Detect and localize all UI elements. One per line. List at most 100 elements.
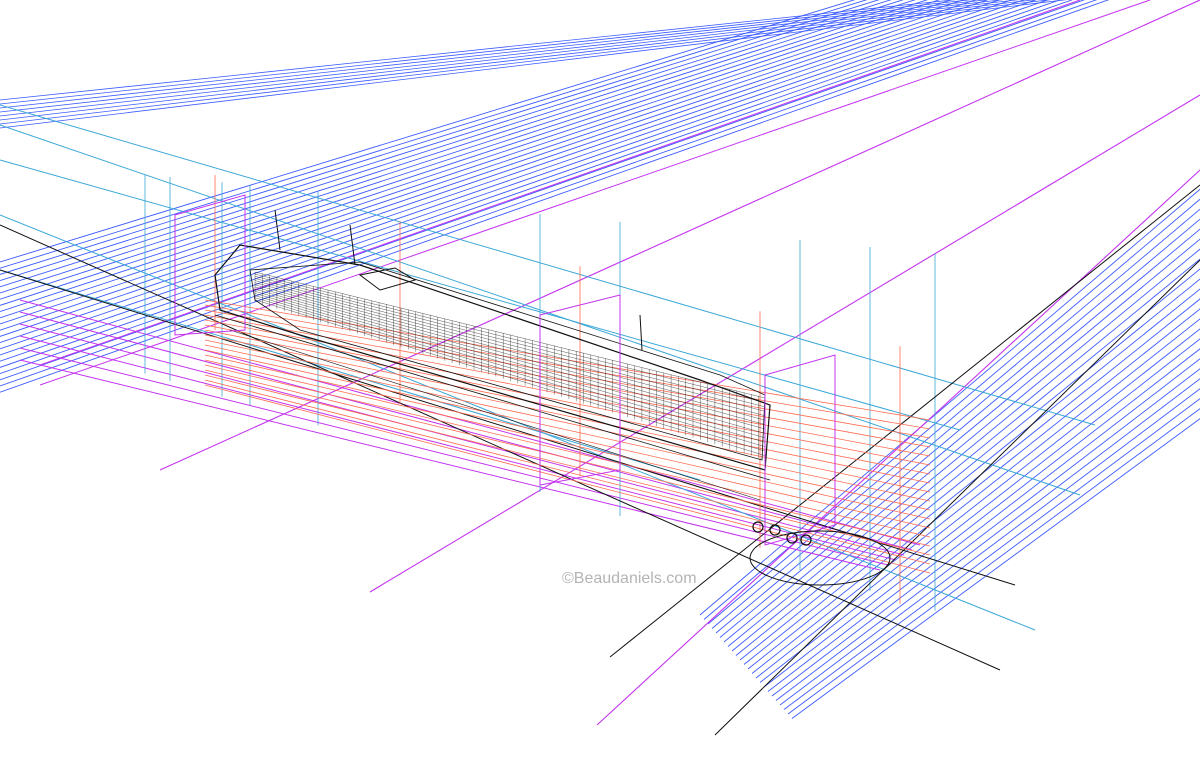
blue-perspective-line [0, 0, 1036, 121]
blue-perspective-line [0, 0, 1004, 113]
ship-deck-line [254, 280, 766, 416]
ship-deck-line [254, 286, 766, 430]
red-construction-line [204, 329, 931, 475]
cyan-perspective-line [0, 104, 1096, 426]
blue-perspective-line [0, 0, 892, 282]
cyan-perspective-line [0, 269, 701, 481]
magenta-perspective-line [159, 0, 1200, 471]
blue-perspective-line [0, 0, 1013, 344]
magenta-perspective-line [19, 335, 897, 561]
blue-perspective-line [779, 388, 1200, 706]
red-construction-line [204, 339, 931, 493]
red-construction-line [204, 344, 931, 502]
blue-perspective-line [0, 0, 965, 319]
red-construction-line [204, 354, 931, 520]
ship-keel-line [229, 329, 761, 501]
blue-perspective-line [0, 0, 1086, 381]
blue-perspective-line [747, 308, 1200, 670]
blue-perspective-line [0, 0, 1061, 368]
blue-perspective-line [0, 0, 1052, 125]
ship-deck-line [254, 295, 766, 447]
ship-mast [274, 209, 281, 251]
ship-mast [639, 314, 643, 351]
ship-deck-line [254, 293, 766, 443]
blue-perspective-line [791, 418, 1200, 719]
base-ellipse [749, 530, 891, 586]
ship-deck-line [254, 282, 766, 421]
red-construction-line [204, 334, 931, 484]
blue-perspective-line [0, 0, 989, 109]
ship-deck-line [254, 271, 766, 399]
blue-perspective-line [0, 0, 868, 269]
blue-perspective-line [743, 298, 1200, 665]
blue-perspective-line [0, 0, 880, 275]
magenta-perspective-line [19, 359, 881, 571]
blue-perspective-line [727, 258, 1200, 647]
blue-perspective-line [0, 0, 941, 306]
blue-perspective-line [755, 328, 1200, 679]
blue-perspective-line [731, 268, 1200, 652]
blue-perspective-line [0, 0, 957, 101]
ship-deck-line [254, 297, 766, 452]
magenta-frame [764, 354, 836, 546]
blue-perspective-line [0, 0, 973, 105]
black-perspective-line [714, 259, 1200, 736]
ship-funnel [358, 267, 417, 291]
blue-perspective-line [0, 0, 1049, 362]
red-construction-line [204, 374, 931, 556]
propeller-circle [800, 534, 812, 546]
blue-perspective-line [703, 198, 1200, 620]
red-construction-line [204, 364, 931, 538]
red-construction-line [204, 359, 931, 529]
blue-perspective-line [0, 0, 1074, 375]
blue-perspective-line [787, 408, 1200, 715]
magenta-perspective-line [19, 323, 905, 556]
ship-deck-line [254, 284, 766, 425]
red-construction-line [204, 384, 931, 574]
blue-perspective-line [0, 0, 1020, 117]
ship-deck-line [254, 276, 766, 408]
blue-perspective-line [767, 358, 1200, 692]
propeller-circle [769, 524, 781, 536]
magenta-perspective-line [39, 0, 1151, 386]
red-construction-line [204, 319, 931, 457]
blue-perspective-line [707, 208, 1200, 625]
blue-perspective-line [0, 0, 989, 331]
blue-perspective-line [0, 0, 953, 313]
magenta-perspective-line [19, 347, 889, 566]
red-construction-line [204, 349, 931, 511]
blue-perspective-line [771, 368, 1200, 697]
ship-deck-line [254, 291, 766, 439]
ship-deck-line [254, 273, 766, 403]
magenta-perspective-line [369, 94, 1200, 593]
blue-perspective-line [0, 0, 1067, 129]
red-construction-line [204, 379, 931, 565]
blue-perspective-line [783, 398, 1200, 710]
ship-deck-line [254, 288, 766, 434]
blue-perspective-line [0, 0, 1001, 337]
blue-perspective-line [735, 278, 1200, 656]
blue-perspective-line [775, 378, 1200, 701]
magenta-perspective-line [19, 299, 921, 546]
ship-mast [349, 224, 356, 266]
blue-perspective-line [739, 288, 1200, 661]
black-horizon-line [0, 269, 1016, 586]
blue-perspective-line [763, 348, 1200, 688]
blue-perspective-line [759, 338, 1200, 683]
ship-deck-line [254, 299, 766, 456]
blue-perspective-line [0, 0, 904, 288]
propeller-circle [786, 532, 798, 544]
blue-perspective-line [711, 218, 1200, 629]
ship-superstructure [249, 261, 766, 461]
ship-waterline [214, 314, 771, 481]
red-construction-line [204, 369, 931, 547]
blue-perspective-line [0, 0, 1025, 350]
propeller-circle [752, 521, 764, 533]
blue-perspective-line [0, 0, 1098, 387]
blue-perspective-line [0, 0, 916, 294]
blue-perspective-line [723, 248, 1200, 643]
blue-perspective-line [699, 188, 1200, 616]
watermark: ©Beaudaniels.com [562, 570, 697, 587]
